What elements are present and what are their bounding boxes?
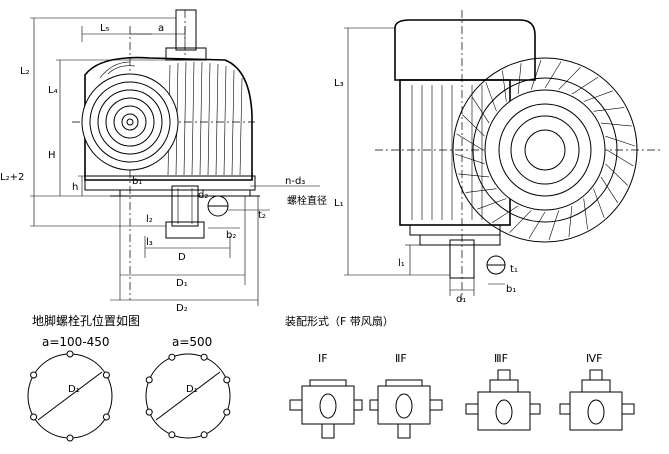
- bolt-hole: [223, 408, 231, 416]
- fan-blade: [606, 149, 634, 167]
- fan-blade: [605, 135, 635, 147]
- dim-L4: L₄: [48, 85, 58, 96]
- form-label-3: ⅢF: [494, 352, 508, 365]
- dim-D: D: [178, 252, 186, 263]
- fan-blade: [528, 211, 546, 239]
- bolt-hole: [168, 353, 176, 361]
- fan-blade: [456, 133, 484, 151]
- label-D1-left: D₁: [68, 384, 80, 395]
- fan-blade: [583, 198, 588, 230]
- dim-L5: L₅: [100, 23, 110, 34]
- fan-blade: [471, 96, 490, 124]
- fan-blade: [571, 76, 599, 95]
- bolt-hole: [145, 408, 153, 416]
- fan-blade: [583, 90, 613, 102]
- fan-blade: [485, 82, 497, 112]
- dim-L3: L₃: [334, 78, 344, 89]
- bolt-hole: [102, 413, 110, 421]
- dim-d2: d₂: [198, 190, 208, 201]
- dim-b2: b₂: [226, 230, 236, 241]
- dim-n-d3: n-d₃: [285, 176, 305, 187]
- fan-blade: [530, 60, 542, 90]
- label-D1-right: D₁: [186, 384, 198, 395]
- dim-a: a: [158, 23, 164, 34]
- label-a-500: a=500: [172, 335, 212, 349]
- assembly-title: 装配形式（F 带风扇）: [285, 314, 394, 328]
- fan-blade: [455, 153, 485, 165]
- foot-bolt-title: 地脚螺栓孔位置如图: [32, 313, 140, 328]
- fan-blade: [600, 176, 619, 204]
- fan-blade: [593, 188, 605, 218]
- fan-blade: [544, 61, 562, 89]
- fan-blade: [558, 67, 581, 90]
- dim-h: h: [72, 182, 78, 193]
- dim-b1-side: b₁: [506, 284, 516, 295]
- fan-blade: [517, 63, 522, 95]
- foot-bolt-section: 地脚螺栓孔位置如图 a=100-450 a=500 D₁ D₁: [27, 313, 231, 442]
- dim-L2p2: L₂+2: [0, 172, 24, 183]
- side-view: L₃ L₁ l₁ t₁ b₁ d₁: [334, 10, 660, 305]
- form-label-1: ⅠF: [318, 352, 328, 365]
- bolt-hole: [200, 353, 208, 361]
- dim-t2: t₂: [258, 210, 266, 221]
- dim-H: H: [48, 150, 56, 161]
- dim-l1: l₁: [398, 258, 405, 269]
- label-a-100-450: a=100-450: [42, 335, 110, 349]
- dim-L2: L₂: [20, 66, 30, 77]
- assembly-form-3: [465, 369, 541, 431]
- fan-blade: [568, 205, 573, 237]
- front-view: L₅ a L₂ L₄ H L₂+2 h b₁ d₂ t₂ b₂ l₂ l₃ D …: [0, 9, 327, 314]
- form-label-2: ⅡF: [395, 352, 407, 365]
- assembly-form-1: [289, 379, 363, 439]
- bolt-hole: [66, 434, 74, 442]
- dim-D1: D₁: [176, 278, 188, 289]
- bolt-hole: [30, 371, 38, 379]
- bolt-hole: [168, 431, 176, 439]
- fan-blade: [593, 107, 625, 112]
- bolt-hole: [200, 431, 208, 439]
- fan-blade: [600, 122, 632, 127]
- form-label-4: ⅣF: [586, 352, 602, 365]
- dim-b1: b₁: [132, 176, 142, 187]
- bolt-hole: [30, 413, 38, 421]
- fan-blade: [462, 114, 485, 137]
- bolt-hole: [223, 376, 231, 384]
- fan-blade: [509, 210, 532, 233]
- fan-blade: [465, 188, 497, 193]
- fan-blade: [477, 198, 507, 210]
- assembly-section: 装配形式（F 带风扇） ⅠF ⅡF ⅢF ⅣF: [285, 314, 635, 439]
- dim-L1: L₁: [334, 198, 344, 209]
- fan-blade: [548, 210, 560, 240]
- fan-blade: [491, 205, 519, 224]
- dim-D2: D₂: [176, 303, 188, 314]
- assembly-form-4: [559, 369, 635, 431]
- fan-blade: [502, 70, 507, 102]
- dim-l3: l₃: [146, 237, 153, 248]
- dim-l2: l₂: [146, 214, 153, 225]
- dim-d1: d₁: [456, 294, 466, 305]
- assembly-form-2: [369, 379, 443, 439]
- dim-t1: t₁: [510, 264, 518, 275]
- bolt-hole: [66, 350, 74, 358]
- fan-blade: [458, 173, 490, 178]
- fan-blade: [605, 163, 628, 186]
- bolt-hole: [145, 376, 153, 384]
- bolt-hole: [102, 371, 110, 379]
- dim-bolt-dia: 螺栓直径: [287, 194, 327, 207]
